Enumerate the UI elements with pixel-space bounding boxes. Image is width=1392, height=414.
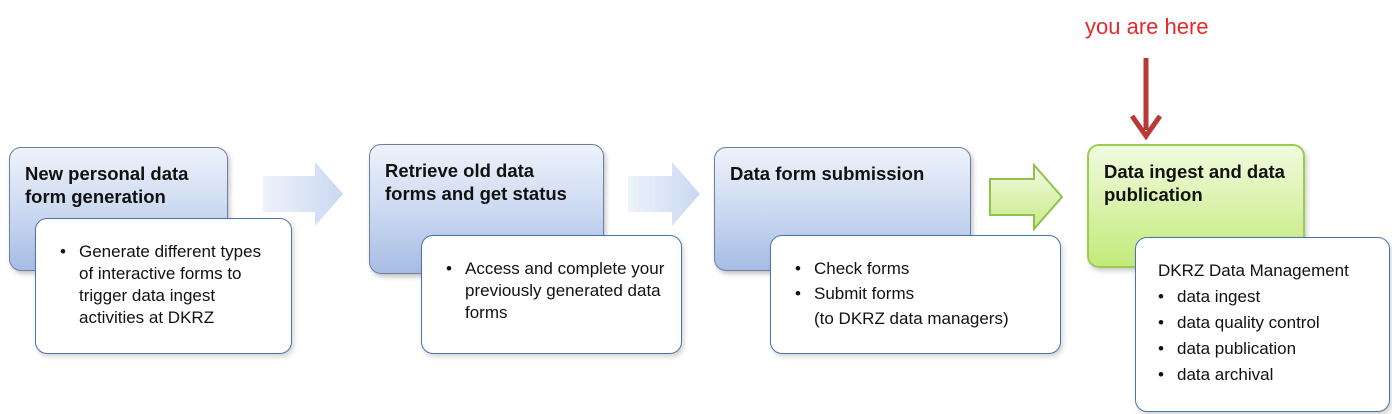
list-item: Generate different types of interactive … [60, 241, 275, 329]
you-are-here-label: you are here [1085, 14, 1209, 39]
step-title: Retrieve old data forms and get status [385, 160, 567, 204]
step-title: New personal data form generation [25, 163, 189, 207]
right-arrow-icon [628, 162, 700, 226]
step-retrieve-old-forms-details: Access and complete your previously gene… [421, 235, 682, 354]
step-title: Data ingest and data publication [1104, 161, 1285, 205]
detail-heading: DKRZ Data Management [1158, 261, 1349, 280]
step-data-ingest-publication-details: DKRZ Data Management data ingest data qu… [1135, 237, 1390, 412]
list-item: data quality control [1158, 312, 1375, 334]
list-item: data archival [1158, 364, 1375, 386]
list-item: Submit forms [795, 283, 1044, 305]
down-arrow-icon [1129, 58, 1163, 141]
list-item: data ingest [1158, 286, 1375, 308]
list-item: data publication [1158, 338, 1375, 360]
list-item: Check forms [795, 258, 1044, 280]
step-new-form-generation-details: Generate different types of interactive … [35, 218, 292, 354]
list-item: Access and complete your previously gene… [446, 258, 665, 324]
right-arrow-icon [989, 163, 1064, 231]
step-data-form-submission-details: Check forms Submit forms (to DKRZ data m… [770, 235, 1061, 354]
step-title: Data form submission [730, 163, 925, 184]
right-arrow-icon [263, 162, 343, 226]
list-item-note: (to DKRZ data managers) [814, 309, 1009, 328]
